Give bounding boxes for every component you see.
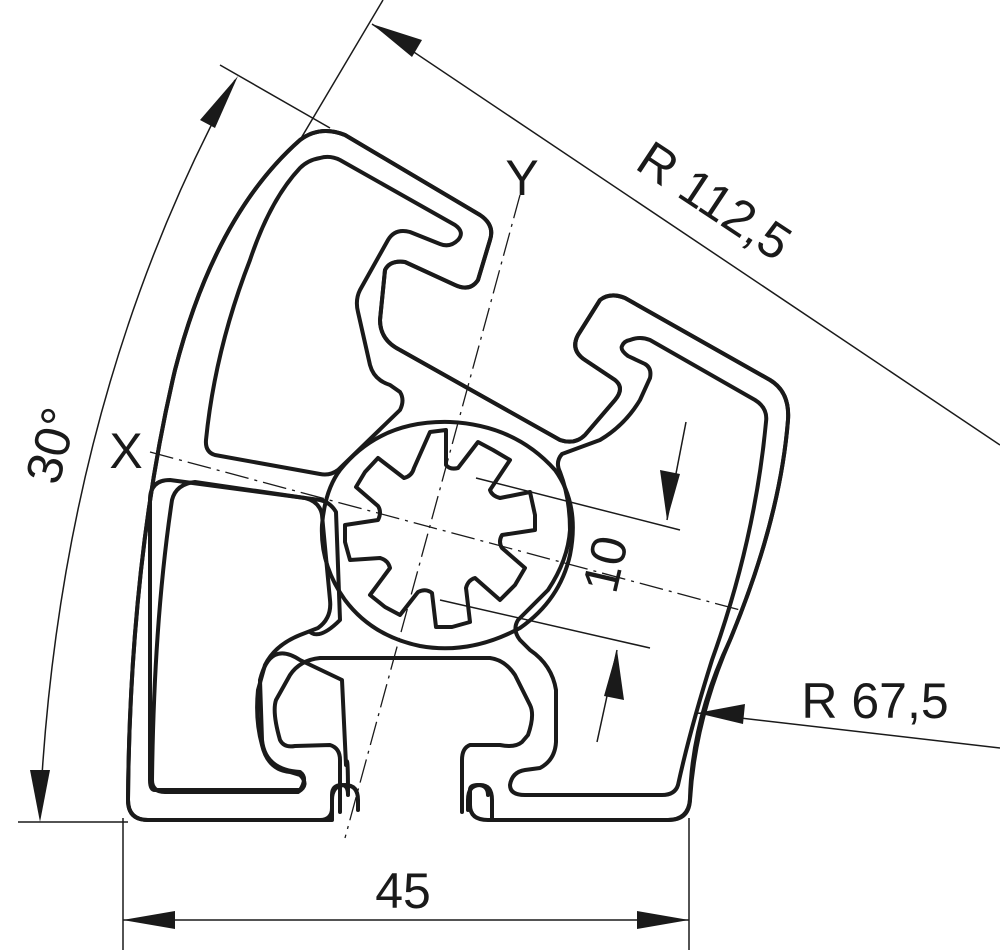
angle-extension-line	[219, 64, 331, 129]
slot-label: 10	[572, 531, 639, 598]
width-arrow-right	[637, 911, 689, 929]
angle-arc	[39, 79, 236, 811]
slot-arrow-lower	[604, 650, 624, 700]
inner-radius-label: R 67,5	[801, 673, 948, 729]
slot-upper-line	[475, 477, 681, 531]
profile-outer-edge	[126, 129, 791, 822]
y-axis-label: Y	[505, 150, 538, 206]
angle-label: 30°	[15, 402, 89, 490]
slot-lower-line	[439, 599, 651, 649]
chamber-lower-left	[150, 480, 333, 794]
slot-arrow-upper	[660, 470, 680, 520]
angle-arrow-bottom	[30, 770, 50, 822]
angle-arrow-top	[200, 76, 238, 128]
bottom-t-slot	[272, 656, 535, 814]
inner-radius-line	[696, 712, 1000, 749]
width-arrow-left	[123, 911, 175, 929]
x-axis-label: X	[109, 423, 142, 479]
outer-radius-arrow	[372, 24, 422, 57]
center-bore	[343, 428, 537, 629]
inner-radius-arrow	[697, 704, 745, 724]
x-axis-line	[149, 451, 741, 611]
outer-radius-line	[371, 23, 1000, 446]
chamber-right	[508, 336, 769, 797]
core-boss	[319, 419, 575, 651]
outer-radius-leader	[299, 0, 384, 141]
chamber-upper-left	[203, 154, 463, 477]
outer-radius-label: R 112,5	[627, 130, 801, 271]
y-axis-line	[344, 194, 521, 839]
width-label: 45	[375, 863, 431, 919]
